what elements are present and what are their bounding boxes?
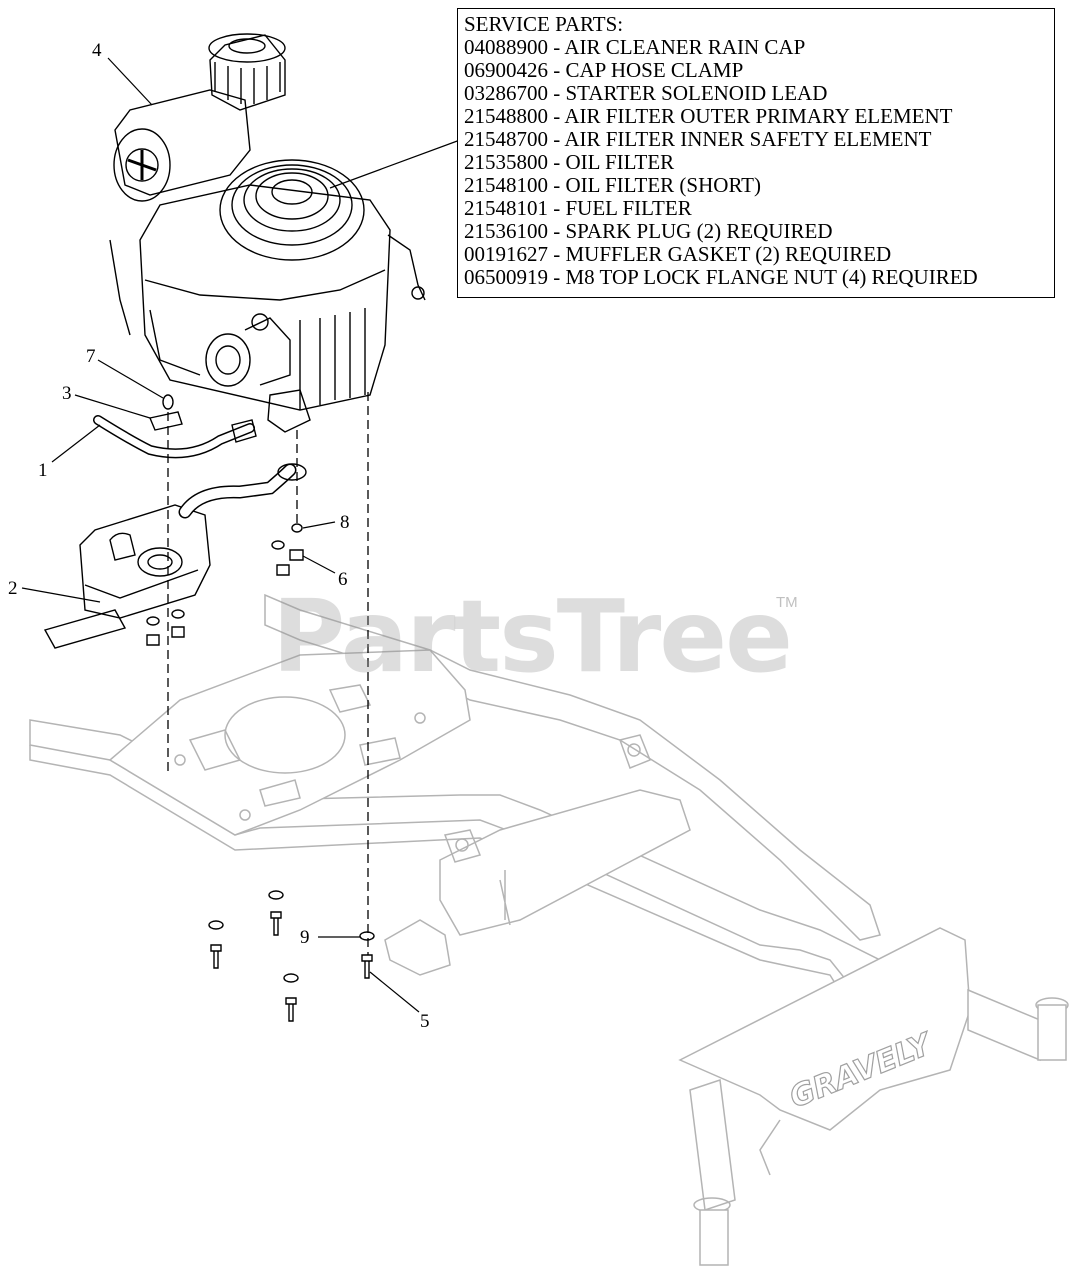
engine-assembly <box>109 33 426 433</box>
muffler <box>43 463 307 649</box>
service-part-item: 06900426 - CAP HOSE CLAMP <box>464 58 744 82</box>
hardware <box>146 523 375 1022</box>
service-part-item: 21536100 - SPARK PLUG (2) REQUIRED <box>464 219 833 243</box>
service-part-item: 21548101 - FUEL FILTER <box>464 196 692 220</box>
partstree-watermark: PartsTree <box>272 578 793 695</box>
callout-1: 1 <box>38 460 48 481</box>
mower-frame: GRAVELY <box>29 593 1069 1266</box>
service-part-item: 04088900 - AIR CLEANER RAIN CAP <box>464 35 806 59</box>
callout-9: 9 <box>300 927 310 948</box>
callout-8: 8 <box>340 512 350 533</box>
service-parts-heading: SERVICE PARTS: <box>464 12 624 36</box>
service-part-item: 06500919 - M8 TOP LOCK FLANGE NUT (4) RE… <box>464 265 978 289</box>
fuel-line-clamp <box>149 394 183 431</box>
service-part-item: 21548100 - OIL FILTER (SHORT) <box>464 173 762 197</box>
alignment-lines <box>167 392 369 955</box>
service-parts-box: SERVICE PARTS: 04088900 - AIR CLEANER RA… <box>457 8 1055 298</box>
service-part-item: 21548700 - AIR FILTER INNER SAFETY ELEME… <box>464 127 932 151</box>
service-part-item: 21535800 - OIL FILTER <box>464 150 675 174</box>
service-part-item: 03286700 - STARTER SOLENOID LEAD <box>464 81 828 105</box>
callout-4: 4 <box>92 40 102 61</box>
leader-lines <box>21 57 461 1013</box>
callout-6: 6 <box>338 569 348 590</box>
fuel-line <box>93 415 257 459</box>
callouts: 4 7 3 1 2 8 6 9 5 <box>8 40 430 1032</box>
callout-3: 3 <box>62 383 72 404</box>
service-part-item: 00191627 - MUFFLER GASKET (2) REQUIRED <box>464 242 892 266</box>
callout-7: 7 <box>86 346 96 367</box>
callout-2: 2 <box>8 578 18 599</box>
callout-5: 5 <box>420 1011 430 1032</box>
watermark-trademark: TM <box>776 594 798 611</box>
service-part-item: 21548800 - AIR FILTER OUTER PRIMARY ELEM… <box>464 104 953 128</box>
